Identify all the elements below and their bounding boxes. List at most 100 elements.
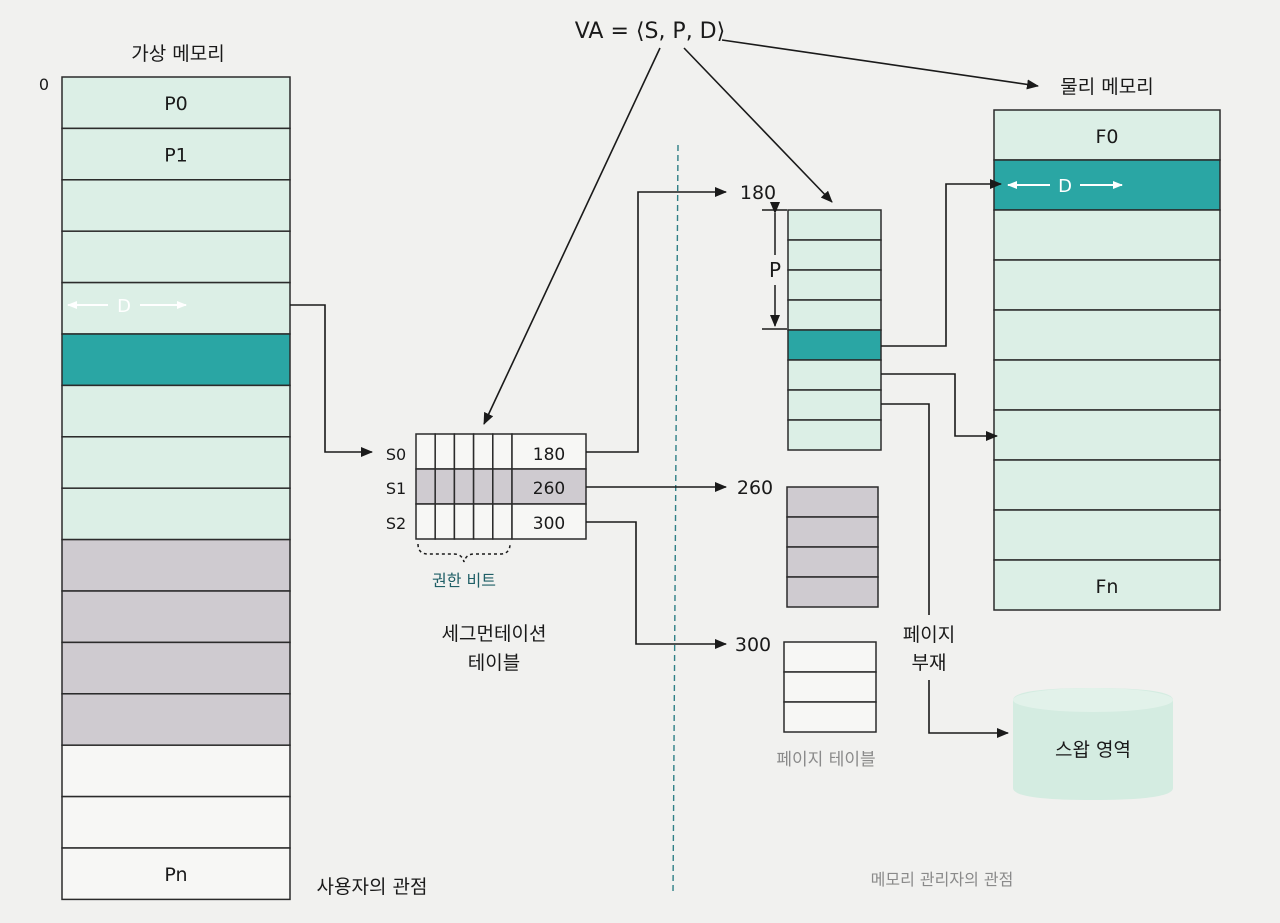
virtual-page-11	[61, 641, 291, 695]
virtual-page-label-1: P1	[164, 144, 188, 166]
permission-bit-cell-0-1	[434, 433, 456, 470]
physical-frame-6	[993, 409, 1221, 461]
physical-frame-9	[993, 559, 1221, 611]
va-to-segment-arrow	[483, 47, 661, 425]
physical-frame-label-0: F0	[1095, 126, 1118, 148]
pt180-entry-3	[787, 299, 882, 331]
page-to-frame-arrow-2	[881, 373, 998, 441]
physical-frame-5	[993, 359, 1221, 411]
pt260-entry-2	[786, 546, 879, 578]
physical-frame-7	[993, 459, 1221, 511]
segment-to-pt300-arrow	[586, 521, 727, 649]
virtual-page-10	[61, 590, 291, 644]
manager-view-label: 메모리 관리자의 관점	[871, 870, 1014, 889]
virtual-page-13	[61, 744, 291, 798]
pt180-entry-2	[787, 269, 882, 301]
connectors	[290, 39, 1039, 738]
page-fault-line2: 부재	[912, 652, 947, 674]
va-to-page-table-arrow	[683, 47, 833, 203]
permission-bit-cell-2-0	[415, 503, 436, 540]
permission-bits-label: 권한 비트	[432, 571, 496, 590]
page-table-300	[783, 641, 877, 733]
va-to-physical-arrow	[721, 39, 1039, 90]
physical-frame-2	[993, 209, 1221, 261]
virtual-memory-origin: 0	[39, 75, 49, 94]
virtual-page-9	[61, 538, 291, 592]
pt180-entry-4	[787, 329, 882, 361]
segment-table	[415, 433, 587, 540]
user-view-label: 사용자의 관점	[317, 876, 428, 898]
physical-frame-0	[993, 109, 1221, 161]
vm-to-segment-arrow	[290, 304, 373, 457]
permission-bit-cell-1-2	[453, 468, 475, 505]
page-table-260-label: 260	[737, 477, 773, 499]
virtual-page-12	[61, 693, 291, 746]
virtual-page-label-0: P0	[164, 93, 188, 115]
physical-frame-3	[993, 259, 1221, 311]
physical-offset-label: D	[1058, 176, 1072, 197]
permission-bit-cell-2-3	[472, 503, 494, 540]
segment-base-s0: 180	[533, 445, 565, 465]
swap-area: 스왑 영역	[1013, 688, 1173, 800]
permission-bit-cell-2-4	[492, 503, 513, 540]
permission-bit-cell-0-0	[415, 433, 436, 470]
permission-bit-cell-1-3	[472, 468, 494, 505]
permission-bits-brace	[417, 543, 511, 563]
segment-label-s1: S1	[386, 479, 406, 498]
page-range-label: P	[769, 258, 781, 282]
pt300-entry-1	[783, 671, 877, 703]
segment-base-cell-2	[511, 503, 587, 540]
physical-offset-arrow: D	[1007, 176, 1123, 197]
page-table-caption: 페이지 테이블	[776, 750, 875, 770]
physical-memory-title: 물리 메모리	[1060, 76, 1153, 98]
page-fault-line1: 페이지	[903, 624, 955, 646]
page-table-300-label: 300	[735, 634, 771, 656]
page-table-260	[786, 486, 879, 608]
segment-base-s1: 260	[533, 479, 565, 499]
permission-bit-cell-1-0	[415, 468, 436, 505]
segment-label-s2: S2	[386, 514, 406, 533]
segment-base-s2: 300	[533, 514, 565, 534]
virtual-page-14	[61, 795, 291, 849]
virtual-page-label-15: Pn	[164, 864, 187, 886]
page-to-frame-arrow	[881, 179, 1002, 347]
virtual-page-2	[61, 179, 291, 232]
page-range-marker: P	[762, 202, 787, 330]
pt300-entry-0	[783, 641, 877, 673]
pt300-entry-2	[783, 701, 877, 733]
pt180-entry-0	[787, 209, 882, 241]
permission-bit-cell-0-2	[453, 433, 475, 470]
permission-bit-cell-1-4	[492, 468, 513, 505]
physical-frame-label-9: Fn	[1096, 576, 1119, 598]
permission-bit-cell-2-1	[434, 503, 456, 540]
segment-table-caption-line2: 테이블	[468, 652, 520, 674]
pt180-entry-7	[787, 419, 882, 451]
permission-bit-cell-0-3	[472, 433, 494, 470]
segment-table-caption-line1: 세그먼테이션	[442, 623, 547, 645]
virtual-page-4	[61, 281, 291, 335]
virtual-page-7	[61, 436, 291, 489]
pt180-entry-6	[787, 389, 882, 421]
permission-bit-cell-0-4	[492, 433, 513, 470]
segment-base-cell-1	[511, 468, 587, 505]
permission-bit-cell-1-1	[434, 468, 456, 505]
physical-frame-4	[993, 309, 1221, 361]
pt260-entry-1	[786, 516, 879, 548]
va-label: VA = ⟨S, P, D⟩	[575, 19, 725, 44]
virtual-page-0	[61, 76, 291, 130]
segment-to-pt180-arrow	[586, 187, 727, 453]
swap-area-label: 스왑 영역	[1055, 739, 1131, 761]
virtual-page-8	[61, 487, 291, 541]
page-fault-to-swap-arrow	[928, 680, 1009, 738]
page-fault-line-upper	[881, 403, 930, 615]
pt180-entry-1	[787, 239, 882, 271]
pt260-entry-0	[786, 486, 879, 518]
permission-bit-cell-2-2	[453, 503, 475, 540]
physical-frame-8	[993, 509, 1221, 561]
pt260-entry-3	[786, 576, 879, 608]
virtual-page-5	[61, 333, 291, 387]
